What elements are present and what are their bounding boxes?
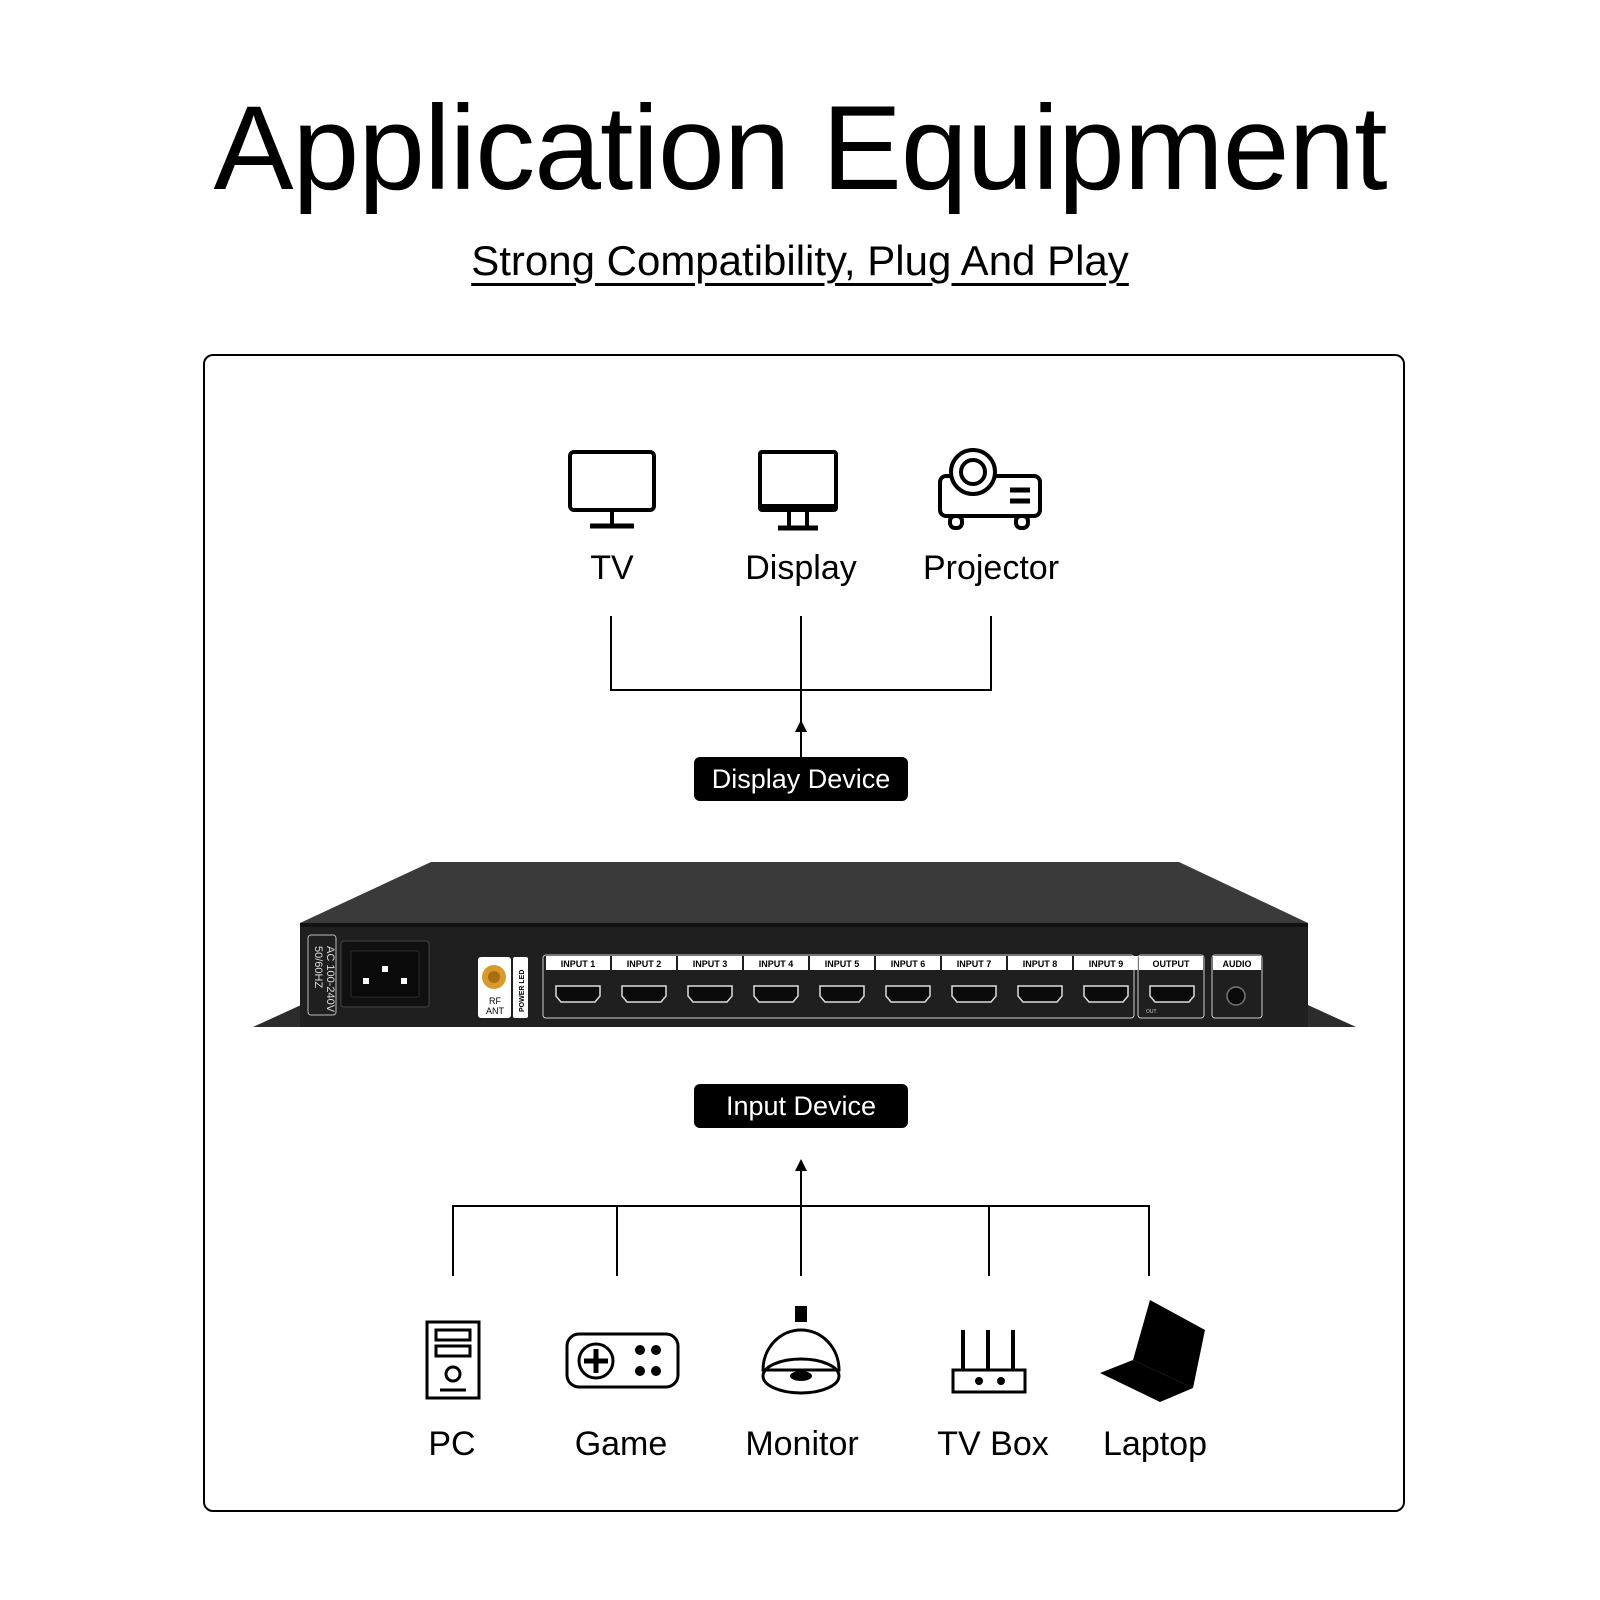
input-port-label: INPUT 3 (693, 959, 728, 969)
input-port-label: INPUT 1 (561, 959, 596, 969)
display-arrow-icon (795, 720, 807, 732)
input-port-label: INPUT 2 (627, 959, 662, 969)
power-led-label: POWER LED (519, 970, 526, 1012)
input-port-label-bg (744, 956, 808, 970)
hdmi-port-icon (1017, 985, 1063, 1003)
input-port-label: INPUT 8 (1023, 959, 1058, 969)
audio-jack-icon (1226, 986, 1246, 1006)
input-port-label-bg (1074, 956, 1138, 970)
input-connector-lines (452, 1162, 1150, 1276)
display-device-tv-label: TV (590, 549, 634, 587)
input-port-label: INPUT 9 (1089, 959, 1124, 969)
power-rating-line-2: 50/60HZ (312, 946, 324, 988)
hdmi-port-icon (555, 985, 601, 1003)
input-port-label-bg (546, 956, 610, 970)
hdmi-port-icon (621, 985, 667, 1003)
input-port-label-bg (612, 956, 676, 970)
projector-icon (938, 448, 1042, 530)
diagram-frame (203, 354, 1405, 1512)
input-port: INPUT 9 (1074, 956, 1138, 1003)
rf-label-1: RF (489, 996, 501, 1006)
page-subtitle: Strong Compatibility, Plug And Play (0, 236, 1600, 286)
hdmi-port-icon (885, 985, 931, 1003)
display-device-display-label: Display (745, 549, 857, 587)
input-port-label: INPUT 7 (957, 959, 992, 969)
hdmi-port-icon (687, 985, 733, 1003)
input-port: INPUT 1 (546, 956, 610, 1003)
tv-box-icon (951, 1330, 1027, 1394)
display-device-badge: Display Device (694, 757, 908, 801)
input-port: INPUT 4 (744, 956, 808, 1003)
gamepad-icon (565, 1332, 680, 1389)
input-port-label: INPUT 4 (759, 959, 794, 969)
input-port: INPUT 6 (876, 956, 940, 1003)
power-inlet-icon (340, 940, 430, 1008)
input-port-label-bg (678, 956, 742, 970)
input-port-label-bg (1008, 956, 1072, 970)
tv-icon (568, 450, 656, 529)
input-port-label: INPUT 6 (891, 959, 926, 969)
input-port-label-bg (876, 956, 940, 970)
input-port: INPUT 2 (612, 956, 676, 1003)
input-port: INPUT 5 (810, 956, 874, 1003)
page-title: Application Equipment (213, 81, 1387, 215)
power-rating-line-1: AC 100-240V (324, 946, 336, 1013)
security-camera-icon (761, 1306, 841, 1395)
hdmi-port-icon (819, 985, 865, 1003)
input-port: INPUT 8 (1008, 956, 1072, 1003)
matrix-switcher-device: AC 100-240V 50/60HZ RF ANT POWER LED INP… (253, 862, 1356, 1027)
input-device-laptop-label: Laptop (1103, 1425, 1207, 1463)
input-port: INPUT 3 (678, 956, 742, 1003)
output-label: OUTPUT (1153, 959, 1191, 969)
output-sub-label: OUT (1146, 1009, 1157, 1015)
input-port-label: INPUT 5 (825, 959, 860, 969)
input-ports-panel (542, 954, 1135, 1019)
audio-label: AUDIO (1223, 959, 1252, 969)
input-device-monitor-label: Monitor (745, 1425, 859, 1463)
input-ports: INPUT 1 INPUT 2 INPUT 3 INPUT 4 INPUT 5 INPUT… (546, 956, 1138, 1003)
hdmi-port-icon (1149, 985, 1195, 1003)
rf-label-2: ANT (486, 1006, 505, 1016)
hdmi-port-icon (951, 985, 997, 1003)
output-port: OUTPUT OUT (1137, 954, 1205, 1019)
input-device-tvbox-label: TV Box (937, 1425, 1049, 1463)
input-device-pc-label: PC (428, 1425, 476, 1463)
subtitle-text: Strong Compatibility, Plug And Play (471, 237, 1129, 284)
input-port-label-bg (810, 956, 874, 970)
display-device-projector-label: Projector (922, 549, 1060, 587)
power-rating-label: AC 100-240V 50/60HZ (307, 934, 337, 1016)
hdmi-port-icon (1083, 985, 1129, 1003)
audio-port: AUDIO (1211, 954, 1263, 1019)
power-led-indicator: POWER LED (513, 957, 528, 1018)
pc-tower-icon (425, 1320, 481, 1400)
input-device-badge: Input Device (694, 1084, 908, 1128)
monitor-display-icon (758, 450, 838, 531)
hdmi-port-icon (753, 985, 799, 1003)
input-port: INPUT 7 (942, 956, 1006, 1003)
laptop-icon (1100, 1300, 1205, 1402)
input-port-label-bg (942, 956, 1006, 970)
input-arrow-icon (795, 1159, 807, 1171)
rf-antenna-connector-icon: RF ANT (478, 957, 511, 1018)
display-connector-lines (610, 616, 992, 758)
input-device-game-label: Game (574, 1425, 668, 1463)
